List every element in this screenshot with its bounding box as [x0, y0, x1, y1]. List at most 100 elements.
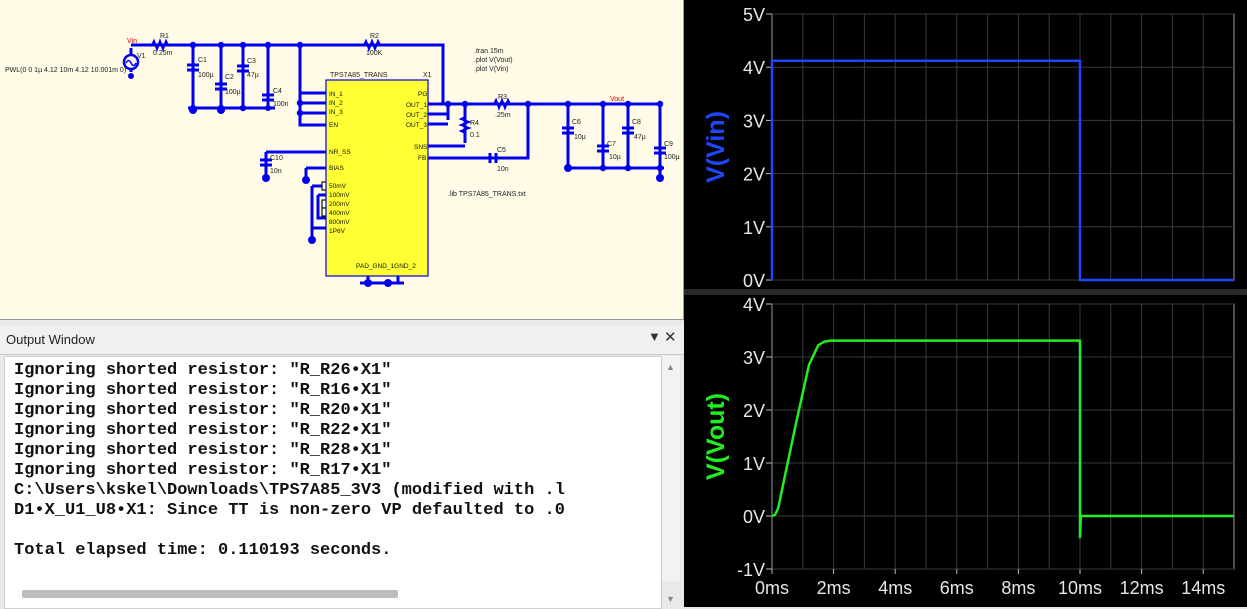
voltage-source-v1[interactable] [122, 53, 140, 71]
pin-in2: IN_2 [329, 100, 343, 107]
waveform-plots[interactable]: 5V4V3V2V1V0VV(Vin)4V3V2V1V0V-1VV(Vout)0m… [684, 0, 1247, 607]
output-line: Total elapsed time: 0.110193 seconds. [14, 541, 392, 560]
y-tick-label: 0V [743, 507, 765, 527]
wire-junctions [128, 41, 664, 287]
spice-directive-lib[interactable]: .lib TPS7A85_TRANS.txt [448, 191, 526, 198]
label-c6: C6 [572, 119, 581, 126]
ic-tps7a85-body[interactable] [325, 79, 429, 277]
spice-directive-plot-vin[interactable]: .plot V(Vin) [474, 66, 509, 73]
label-c9-value: 100µ [664, 154, 680, 161]
close-icon[interactable]: ✕ [664, 329, 677, 346]
schematic-canvas[interactable]: V1 PWL(0 0 1µ 4.12 10m 4.12 10.001m 0) R… [0, 0, 684, 320]
label-c10-value: 10n [270, 168, 282, 175]
label-c5-value: 10n [497, 166, 509, 173]
y-tick-label: 4V [743, 58, 765, 78]
output-log[interactable]: Ignoring shorted resistor: "R_R26•X1" Ig… [4, 356, 662, 609]
label-c8: C8 [632, 119, 641, 126]
label-c1: C1 [198, 57, 207, 64]
label-c7: C7 [607, 141, 616, 148]
label-c3-value: 47µ [247, 72, 259, 79]
label-r3-value: .25m [495, 112, 511, 119]
label-v1-value: PWL(0 0 1µ 4.12 10m 4.12 10.001m 0) [5, 67, 126, 74]
output-line: Ignoring shorted resistor: "R_R28•X1" [14, 441, 392, 460]
y-tick-label: -1V [737, 560, 765, 580]
label-r4: R4 [470, 120, 479, 127]
trace-vin[interactable] [770, 59, 1234, 282]
label-c7-value: 10µ [609, 154, 621, 161]
pin-out1: OUT_1 [406, 102, 427, 109]
scroll-up-icon[interactable]: ▲ [666, 362, 675, 372]
output-line: Ignoring shorted resistor: "R_R17•X1" [14, 461, 392, 480]
x-tick-label: 6ms [940, 578, 974, 598]
pin-400mv: 400mV [329, 210, 350, 217]
label-r4-value: 0.1 [470, 132, 480, 139]
label-ic-ref: X1 [423, 72, 432, 79]
output-line: C:\Users\kskel\Downloads\TPS7A85_3V3 (mo… [14, 481, 565, 500]
label-r2: R2 [370, 33, 379, 40]
horizontal-scrollbar[interactable] [22, 590, 398, 598]
label-ic-name: TPS7A85_TRANS [330, 72, 388, 79]
pin-800mv: 800mV [329, 219, 350, 226]
y-tick-label: 1V [743, 218, 765, 238]
pin-in1: IN_1 [329, 91, 343, 98]
pin-nr-ss: NR_SS [329, 149, 351, 156]
label-c9: C9 [664, 141, 673, 148]
net-label-vin[interactable]: Vin [127, 38, 137, 45]
output-window: Output Window ▼ ✕ Ignoring shorted resis… [0, 326, 684, 609]
label-c1-value: 100µ [198, 72, 214, 79]
label-c8-value: 47µ [634, 134, 646, 141]
label-r1-value: 0.25m [153, 50, 173, 57]
x-tick-label: 8ms [1001, 578, 1035, 598]
pin-pg: PG [418, 91, 427, 98]
output-line: D1•X_U1_U8•X1: Since TT is non-zero VP d… [14, 501, 565, 520]
pin-200mv: 200mV [329, 201, 350, 208]
output-line: Ignoring shorted resistor: "R_R26•X1" [14, 361, 392, 380]
y-tick-label: 3V [743, 111, 765, 131]
label-c4: C4 [273, 88, 282, 95]
label-c10: C10 [270, 155, 283, 162]
spice-directive-plot-vout[interactable]: .plot V(Vout) [474, 57, 513, 64]
output-window-title: Output Window [6, 332, 95, 347]
plot-frame [771, 13, 1235, 281]
resistor-symbols [151, 38, 511, 134]
pin-out3: OUT_3 [406, 122, 427, 129]
output-window-header: Output Window ▼ ✕ [0, 326, 684, 355]
chevron-down-icon[interactable]: ▼ [648, 329, 661, 344]
y-tick-label: 2V [743, 165, 765, 185]
trace-vout[interactable] [771, 339, 1234, 539]
plot-frame [771, 303, 1235, 570]
pin-pad-gnd: PAD_GND_1GND_2 [356, 263, 416, 270]
y-axis-label: V(Vout) [702, 393, 730, 480]
schematic-editor[interactable]: V1 PWL(0 0 1µ 4.12 10m 4.12 10.001m 0) R… [0, 0, 684, 320]
label-r2-value: 100K [366, 50, 383, 57]
pin-en: EN [329, 122, 338, 129]
output-line: Ignoring shorted resistor: "R_R16•X1" [14, 381, 392, 400]
x-tick-label: 2ms [817, 578, 851, 598]
y-tick-label: 1V [743, 454, 765, 474]
pane-separator[interactable] [684, 289, 1247, 295]
pin-bias: BIAS [329, 165, 344, 172]
net-label-vout[interactable]: Vout [610, 96, 624, 103]
pin-out2: OUT_2 [406, 112, 427, 119]
x-tick-label: 14ms [1181, 578, 1225, 598]
x-tick-label: 10ms [1058, 578, 1102, 598]
label-c2-value: 100µ [225, 89, 241, 96]
scroll-down-icon[interactable]: ▼ [666, 594, 675, 604]
label-r1: R1 [160, 33, 169, 40]
y-tick-label: 3V [743, 348, 765, 368]
spice-directive-tran[interactable]: .tran 15m [474, 48, 504, 55]
pin-sns: SNS [414, 144, 428, 151]
vertical-scrollbar[interactable]: ▲ ▼ [662, 356, 680, 604]
label-v1: V1 [137, 53, 146, 60]
y-tick-label: 4V [743, 295, 765, 315]
x-tick-label: 4ms [878, 578, 912, 598]
x-tick-label: 12ms [1120, 578, 1164, 598]
label-c3: C3 [247, 58, 256, 65]
capacitor-symbols [187, 63, 666, 167]
pin-100mv: 100mV [329, 192, 350, 199]
output-line: Ignoring shorted resistor: "R_R22•X1" [14, 421, 392, 440]
label-r3: R3 [498, 94, 507, 101]
